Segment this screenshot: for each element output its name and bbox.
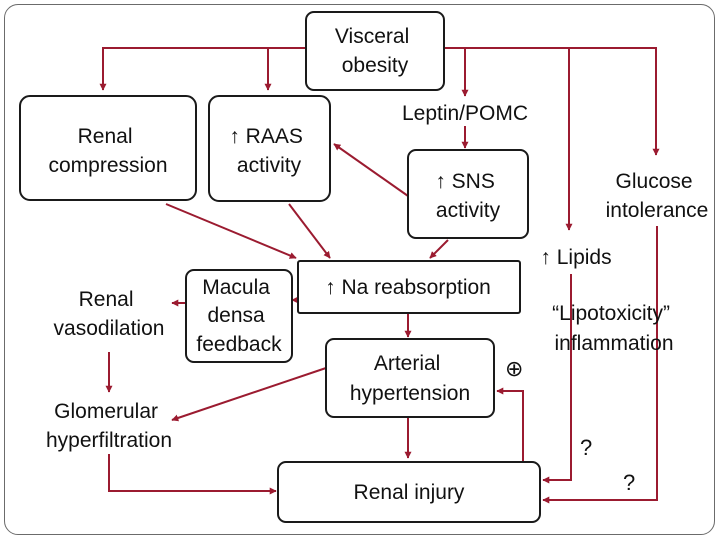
macula-densa-box xyxy=(185,269,293,363)
leptin-pomc-label: Leptin/POMC xyxy=(402,102,528,125)
question-mark-1: ? xyxy=(580,435,592,460)
visceral-obesity-box xyxy=(305,11,445,91)
connectors xyxy=(99,47,660,504)
renal-injury-box xyxy=(277,461,541,523)
na-reabsorption-box xyxy=(297,260,521,314)
renal-vasodilation-label: Renal vasodilation xyxy=(54,288,165,340)
hypertension-to-hyperfiltration xyxy=(171,367,327,422)
arterial-hypertension-box xyxy=(325,338,495,418)
lipids-to-injury xyxy=(542,274,572,484)
raas-activity-box xyxy=(208,95,331,202)
visceral-obesity-label: Visceral obesity xyxy=(335,25,415,77)
raas-activity-label: ↑ RAAS activity xyxy=(229,125,308,177)
sns-to-na xyxy=(429,239,449,259)
obesity-left-line xyxy=(99,47,306,91)
sns-to-raas xyxy=(333,143,409,197)
slide-frame xyxy=(4,4,715,535)
na-reabsorption-label: ↑ Na reabsorption xyxy=(325,276,491,299)
obesity-right-line xyxy=(444,47,660,156)
renal-compression-label: Renal compression xyxy=(48,125,167,177)
lipids-label: ↑ Lipids xyxy=(540,246,611,269)
sns-activity-label: ↑ SNS activity xyxy=(435,170,500,222)
macula-densa-label: Macula densa feedback xyxy=(196,276,282,356)
injury-to-hypertension xyxy=(496,387,524,462)
glucose-intolerance-label: Glucose intolerance xyxy=(606,170,709,222)
sns-activity-box xyxy=(407,149,529,239)
glucose-to-injury xyxy=(542,226,658,504)
positive-feedback-symbol: ⊕ xyxy=(505,356,523,381)
renal-injury-label: Renal injury xyxy=(354,481,465,504)
glomerular-hyperfiltration-label: Glomerular hyperfiltration xyxy=(46,400,172,452)
renal-compression-box xyxy=(19,95,197,201)
lipotoxicity-label: “Lipotoxicity” inflammation xyxy=(552,302,676,355)
hyperfiltration-to-injury xyxy=(108,454,277,495)
renal-compression-to-na xyxy=(165,203,297,259)
arterial-hypertension-label: Arterial hypertension xyxy=(350,352,470,405)
question-mark-2: ? xyxy=(623,470,635,495)
raas-to-na xyxy=(288,203,331,259)
